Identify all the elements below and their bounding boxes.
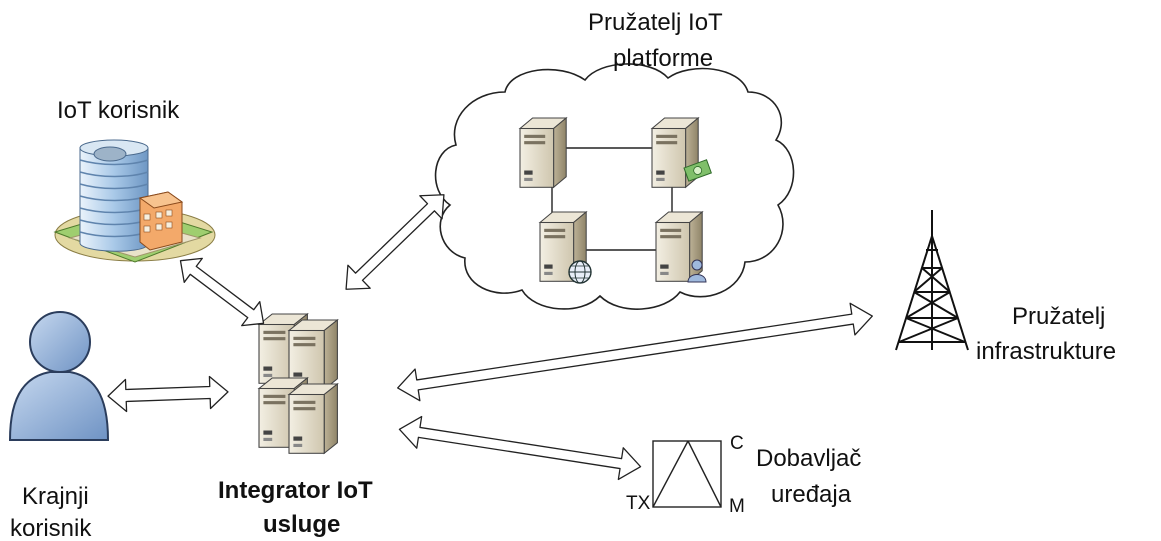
arrow-enduser-integrator [107, 375, 229, 413]
device-supplier-label-line2: uređaja [771, 481, 852, 508]
server-icon [655, 211, 703, 282]
device-logo-icon [652, 440, 722, 508]
end-user-label-line1: Krajnji [22, 483, 89, 510]
integrator-label-line2: usluge [263, 511, 341, 538]
platform-provider-label-line1: Pružatelj IoT [588, 9, 723, 36]
infra-provider-label-line1: Pružatelj [1012, 303, 1106, 330]
user-badge-icon [687, 259, 707, 283]
building-icon [53, 139, 216, 263]
integrator-label-line1: Integrator IoT [218, 477, 373, 504]
infra-provider-label-line2: infrastrukture [976, 338, 1117, 365]
arrow-integrator-infrastructure [397, 302, 873, 402]
device-logo-letters-tx: TX [626, 493, 651, 514]
device-logo-letter-m: M [729, 496, 745, 517]
globe-icon [568, 260, 592, 284]
device-supplier-label-line1: Dobavljač [756, 445, 862, 472]
double-arrows [107, 194, 873, 481]
cloud-icon [434, 63, 795, 310]
server-cluster-icon [258, 313, 338, 454]
arrow-integrator-device [398, 415, 642, 481]
money-icon [683, 159, 712, 182]
platform-provider-label-line2: platforme [613, 45, 714, 72]
person-icon [8, 311, 110, 441]
server-icon [519, 117, 567, 188]
device-logo-letter-c: C [730, 433, 744, 454]
antenna-tower-icon [895, 210, 969, 351]
end-user-label-line2: korisnik [10, 515, 92, 541]
arrow-building-integrator [179, 257, 265, 327]
iot-user-label: IoT korisnik [57, 97, 180, 124]
arrow-integrator-cloud [345, 194, 445, 290]
